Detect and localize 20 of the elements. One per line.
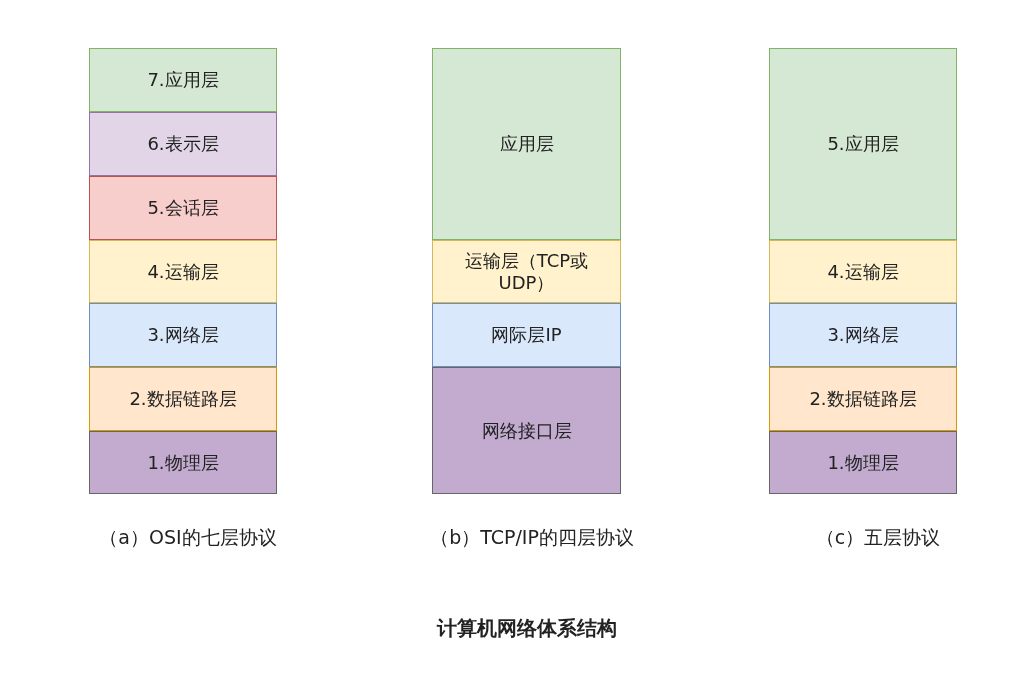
layer-box: 2.数据链路层	[769, 367, 957, 431]
layer-box: 5.会话层	[89, 176, 277, 240]
layer-box: 5.应用层	[769, 48, 957, 240]
layer-box: 运输层（TCP或UDP）	[432, 240, 621, 303]
layer-box: 4.运输层	[89, 240, 277, 303]
layer-box: 3.网络层	[769, 303, 957, 367]
layer-box: 网络接口层	[432, 367, 621, 494]
layer-box: 3.网络层	[89, 303, 277, 367]
layer-box: 1.物理层	[769, 431, 957, 494]
figure-caption: 计算机网络体系结构	[437, 615, 617, 642]
layer-box: 4.运输层	[769, 240, 957, 303]
layer-box: 网际层IP	[432, 303, 621, 367]
diagram-label: （c）五层协议	[815, 525, 941, 550]
layer-box: 2.数据链路层	[89, 367, 277, 431]
layer-box: 6.表示层	[89, 112, 277, 176]
diagram-label: （b）TCP/IP的四层协议	[430, 525, 634, 550]
layer-box: 应用层	[432, 48, 621, 240]
layer-box: 7.应用层	[89, 48, 277, 112]
layer-box: 1.物理层	[89, 431, 277, 494]
diagram-label: （a）OSI的七层协议	[99, 525, 277, 550]
